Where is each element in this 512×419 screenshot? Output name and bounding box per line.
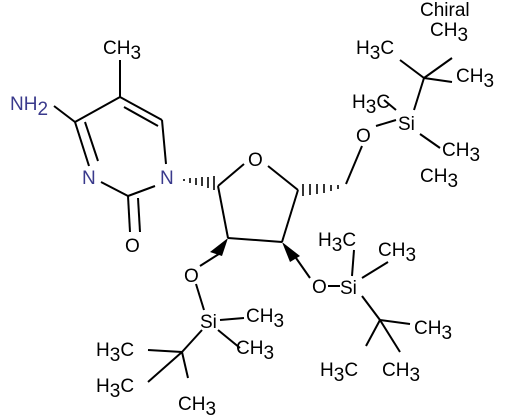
bond-cq2-me-c <box>147 351 183 383</box>
bond-cq3-me-a <box>379 319 411 325</box>
bond-o4-c1 <box>217 163 245 187</box>
bond-cq2-me-b <box>181 351 189 379</box>
bond-n3-c4 <box>74 121 90 167</box>
bond-si3-me2 <box>361 261 389 279</box>
amine-n: NH <box>10 94 37 115</box>
hashed-bond-c4-c5 <box>302 184 339 196</box>
methyl-h3c-tbu2-left: H3C <box>96 340 134 366</box>
bond-si2-me1 <box>219 317 245 321</box>
ether-o2-label: O <box>184 266 199 287</box>
bond-n1-c2 <box>127 185 156 197</box>
bond-o5-si <box>375 119 397 127</box>
bond-c6-n1 <box>161 119 167 165</box>
bond-cq5-me-c <box>423 77 453 83</box>
bond-cq5-me-b <box>423 57 453 79</box>
si2-label: Si <box>200 312 217 333</box>
bond-c4-c5 <box>74 96 121 123</box>
amine-label: NH2 <box>10 94 48 120</box>
ether-o3-label: O <box>312 277 327 298</box>
bond-cq3-me-b <box>365 319 381 347</box>
methyl-ch3-si5-lower: CH3 <box>442 140 480 166</box>
methyl-ch3-tbu3-right: CH3 <box>414 318 452 344</box>
bond-c1-c2 <box>217 185 229 239</box>
bond-c2-o <box>127 195 131 233</box>
bond-c2-n3 <box>100 181 129 197</box>
chiral-flag: Chiral <box>420 0 470 21</box>
si5-label: Si <box>398 114 415 135</box>
ring-o-label: O <box>248 150 263 171</box>
bond-cq5-me-a <box>399 59 425 79</box>
methyl-ch3-si2-right: CH3 <box>246 306 284 332</box>
si3-label: Si <box>340 278 357 299</box>
bond-n3-c4-double <box>84 121 99 162</box>
wedge-bond-c2-o2 <box>210 238 228 256</box>
bond-si3-cq <box>361 295 381 321</box>
atom-labels: Chiral NH2 CH3 N N O O O O O Si Si Si H3… <box>10 0 494 419</box>
bond-si3-me1 <box>351 249 355 277</box>
methyl-ch3-tbu3-bottom: CH3 <box>382 360 420 386</box>
bond-c4-o4 <box>267 165 299 191</box>
bond-cq3-me-c <box>379 319 401 353</box>
carbonyl-o-label: O <box>125 236 140 257</box>
methyl-h3c-si3-top: H3C <box>318 230 356 256</box>
bond-c3-o3 <box>295 257 311 279</box>
stereo-bonds <box>183 176 339 262</box>
methyl-ch3-top-right: CH3 <box>430 20 468 46</box>
bond-c5-o5 <box>345 145 363 185</box>
bond-o2-si <box>195 283 205 311</box>
methyl-h3c-tbu3-left: H3C <box>320 360 358 386</box>
ether-o5-label: O <box>356 126 371 147</box>
methyl-ch3-si2-lower: CH3 <box>236 338 274 364</box>
bond-c5-c6 <box>119 96 163 121</box>
ring-n3-label: N <box>82 168 96 189</box>
methyl-h3c-si5-left: H3C <box>352 92 390 118</box>
methyl-h3c-tbu2-bottom-left: H3C <box>96 376 134 402</box>
wedge-bond-c3-o3 <box>282 242 300 262</box>
ring-n1-label: N <box>160 168 174 189</box>
bond-c2-o-double <box>137 197 141 233</box>
bond-cq2-me-a <box>147 349 183 353</box>
hashed-bond-c1-n1 <box>183 176 215 190</box>
bond-c3-c4 <box>281 189 299 243</box>
amine-subscript: 2 <box>37 99 48 120</box>
bond-si2-me2 <box>217 329 241 349</box>
bond-si5-me1 <box>383 99 397 111</box>
methyl-ch3-tbu2-bottom: CH3 <box>178 394 216 419</box>
bond-c5-c6-double <box>123 106 159 127</box>
bond-si2-cq <box>181 329 203 353</box>
bond-c2-c3 <box>227 237 283 243</box>
methyl-ch3-top-mid: CH3 <box>456 66 494 92</box>
methyl-c5-label: CH3 <box>103 38 141 64</box>
bond-si5-me2 <box>419 133 441 149</box>
methyl-h3c-top-left: H3C <box>356 38 394 64</box>
bond-lines <box>53 57 453 383</box>
methyl-ch3-si5-bottom: CH3 <box>420 166 458 192</box>
bond-c4-nh2 <box>53 105 76 123</box>
methyl-ch3-si3-right: CH3 <box>378 240 416 266</box>
bond-si5-cq <box>413 77 425 111</box>
